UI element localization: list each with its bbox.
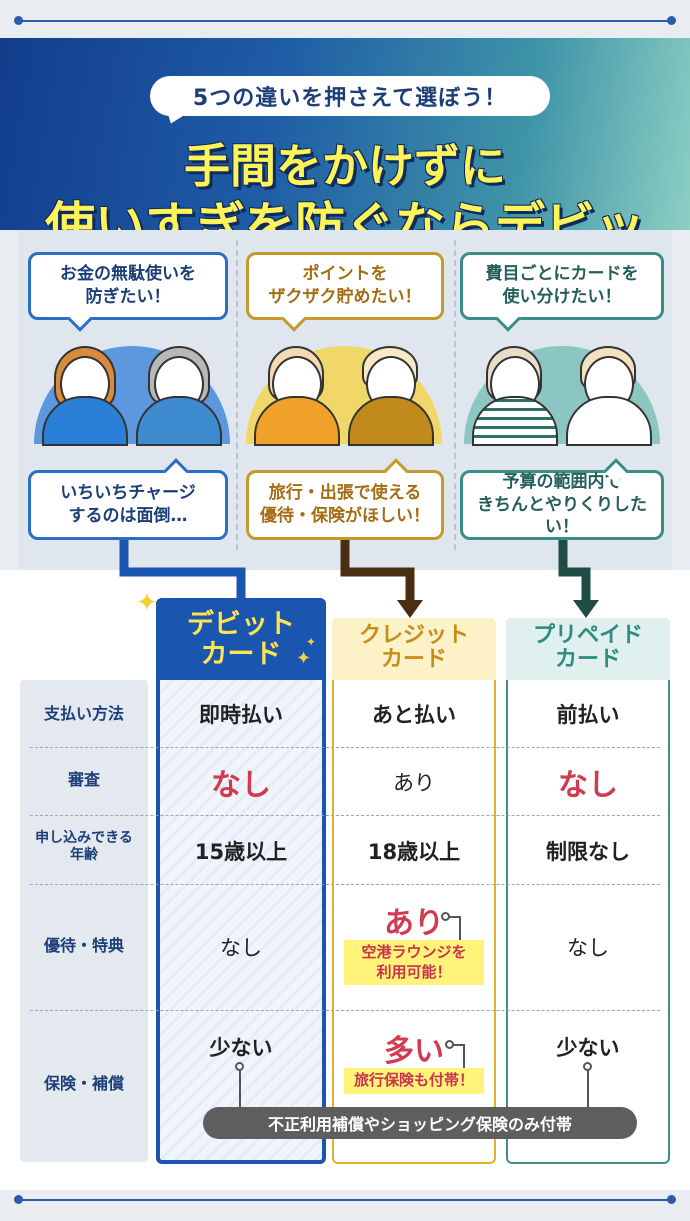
- persona2-top-bubble: ポイントを ザクザク貯めたい！: [246, 252, 444, 332]
- credit-card-header: [332, 618, 496, 680]
- sparkle-icon: ✦: [306, 635, 317, 649]
- pointer-line: [463, 1044, 465, 1068]
- debit-card-column: [156, 598, 326, 1164]
- credit-title-line1: クレジット: [358, 623, 469, 648]
- arrow-to-credit: [340, 540, 415, 604]
- persona2-bottom-bubble: 旅行・出張で使える 優待・保険がほしい！: [246, 458, 444, 540]
- persona3-top-text: 費目ごとにカードを 使い分けたい！: [485, 264, 639, 307]
- row-separator: [30, 884, 660, 885]
- sparkle-icon: ✦: [136, 588, 158, 618]
- prepaid-insurance-value: 少ない: [556, 1036, 620, 1060]
- arrow-to-prepaid: [558, 540, 591, 604]
- prepaid-payment-value: 前払い: [556, 703, 620, 727]
- pointer-dot: [583, 1062, 592, 1071]
- header-banner: 5つの違いを押さえて選ぼう！ 手間をかけずに 使いすぎを防ぐならデビット！: [0, 38, 690, 327]
- top-right-dot: [667, 16, 676, 25]
- persona1-top-bubble: お金の無駄使いを 防ぎたい！: [28, 252, 228, 332]
- debit-payment-value: 即時払い: [199, 703, 283, 727]
- persona2-bottom-text: 旅行・出張で使える 優待・保険がほしい！: [260, 483, 430, 526]
- top-left-dot: [14, 16, 23, 25]
- debit-title-line2: カード: [200, 638, 282, 670]
- row-separator: [30, 815, 660, 816]
- pointer-line: [459, 916, 461, 940]
- debit-card-title: デビット カード: [156, 610, 326, 669]
- persona1-bottom-text: いちいちチャージ するのは面倒…: [60, 483, 196, 526]
- persona1-top-text: お金の無駄使いを 防ぎたい！: [60, 264, 196, 307]
- pointer-line: [239, 1066, 241, 1108]
- debit-benefits-value: なし: [220, 936, 262, 960]
- arrow-head-prepaid: [573, 600, 599, 618]
- bottom-frame-line: [18, 1199, 672, 1201]
- debit-screening-value: なし: [211, 768, 271, 803]
- persona1-bottom-bubble: いちいちチャージ するのは面倒…: [28, 458, 228, 540]
- credit-insurance-value: 多い: [384, 1034, 444, 1069]
- prepaid-title-line2: カード: [554, 647, 621, 673]
- row-label-screening: 審査: [67, 770, 100, 789]
- credit-age-value: 18歳以上: [367, 840, 461, 864]
- prepaid-age-value: 制限なし: [546, 840, 630, 864]
- credit-title-line2: カード: [380, 647, 447, 673]
- debit-title-line1: デビット: [187, 609, 295, 640]
- column-divider: [454, 240, 456, 550]
- row-separator: [30, 747, 660, 748]
- debit-age-value: 15歳以上: [194, 840, 288, 864]
- persona1-woman-figure: [40, 346, 130, 446]
- sparkle-icon: ✦: [296, 648, 312, 669]
- pointer-line: [446, 1044, 464, 1046]
- pointer-dot: [441, 912, 450, 921]
- persona3-woman-figure: [470, 346, 560, 446]
- persona1-older-woman-figure: [134, 346, 224, 446]
- credit-screening-value: あり: [393, 771, 435, 795]
- column-divider: [236, 240, 238, 550]
- pointer-dot: [445, 1040, 454, 1049]
- subtitle-pill: 5つの違いを押さえて選ぼう！: [150, 76, 550, 116]
- row-label-insurance: 保険・補償: [43, 1074, 124, 1093]
- credit-insurance-tag: 旅行保険も付帯！: [344, 1068, 484, 1094]
- prepaid-card-title: プリペイド カード: [506, 623, 670, 673]
- credit-benefits-tag: 空港ラウンジを 利用可能！: [344, 940, 484, 985]
- row-label-column: [20, 680, 148, 1162]
- persona3-top-bubble: 費目ごとにカードを 使い分けたい！: [460, 252, 664, 332]
- persona2-top-text: ポイントを ザクザク貯めたい！: [268, 264, 422, 307]
- flow-arrows: [119, 540, 599, 618]
- row-separator: [30, 1010, 660, 1011]
- prepaid-card-header: [506, 618, 670, 680]
- debit-card-header: [156, 598, 326, 680]
- arrow-head-credit: [397, 600, 423, 618]
- row-label-benefits: 優待・特典: [43, 936, 124, 955]
- insurance-footnote: 不正利用補償やショッピング保険のみ付帯: [203, 1107, 637, 1139]
- headline-line1: 手間をかけずに: [184, 139, 506, 193]
- bottom-left-dot: [14, 1195, 23, 1204]
- pointer-line: [587, 1066, 589, 1108]
- persona3-bottom-text: 予算の範囲内で きちんとやりくりしたい！: [477, 471, 647, 538]
- prepaid-title-line1: プリペイド: [532, 623, 643, 648]
- persona3-bottom-bubble: 予算の範囲内で きちんとやりくりしたい！: [460, 458, 664, 540]
- credit-payment-value: あと払い: [372, 703, 456, 727]
- persona2-man-figure: [346, 346, 436, 446]
- top-frame-line: [18, 20, 672, 22]
- row-label-age: 申し込みできる 年齢: [35, 830, 133, 863]
- bottom-right-dot: [667, 1195, 676, 1204]
- arrow-to-debit: [119, 540, 246, 602]
- debit-insurance-value: 少ない: [209, 1036, 273, 1060]
- prepaid-benefits-value: なし: [567, 936, 609, 960]
- pointer-dot: [235, 1062, 244, 1071]
- prepaid-screening-value: なし: [558, 768, 618, 803]
- persona3-man-figure: [564, 346, 654, 446]
- row-label-payment: 支払い方法: [43, 704, 124, 723]
- persona2-woman-figure: [252, 346, 342, 446]
- credit-card-title: クレジット カード: [332, 623, 496, 673]
- credit-benefits-value: あり: [384, 906, 444, 941]
- pointer-line: [442, 916, 460, 918]
